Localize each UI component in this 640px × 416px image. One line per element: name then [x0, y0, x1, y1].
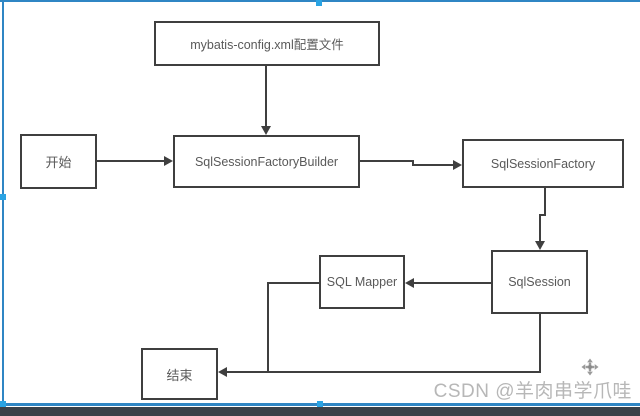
watermark: CSDN @羊肉串学爪哇 [433, 381, 632, 402]
node-mybatis-config: mybatis-config.xml配置文件 [154, 21, 380, 66]
node-mybatis-config-label: mybatis-config.xml配置文件 [190, 38, 344, 52]
selection-handle-left-middle[interactable] [0, 194, 6, 200]
node-sql-mapper: SQL Mapper [319, 255, 405, 309]
node-end: 结束 [141, 348, 218, 400]
bottom-dark-bar [0, 407, 640, 416]
selection-handle-top-center[interactable] [316, 0, 322, 6]
node-sqlsession-label: SqlSession [508, 275, 571, 289]
node-sql-mapper-label: SQL Mapper [326, 275, 398, 289]
node-start-label: 开始 [45, 155, 72, 170]
selection-handle-bottom-center[interactable] [317, 401, 323, 407]
selection-handle-bottom-left[interactable] [0, 401, 6, 407]
arrowhead-left-icon [405, 278, 414, 288]
node-start: 开始 [20, 134, 97, 189]
node-sqlsessionfactory-label: SqlSessionFactory [490, 156, 596, 171]
node-sqlsession: SqlSession [491, 250, 588, 314]
node-sqlsessionfactorybuilder: SqlSessionFactoryBuilder [173, 135, 360, 188]
node-sqlsessionfactory: SqlSessionFactory [462, 139, 624, 188]
arrowhead-down-icon [535, 241, 545, 250]
selection-border-left [2, 0, 4, 404]
node-end-label: 结束 [166, 367, 193, 383]
move-icon [581, 358, 599, 376]
arrowhead-right-icon [453, 160, 462, 170]
arrowhead-down-icon [261, 126, 271, 135]
arrowhead-left-icon [218, 367, 227, 377]
node-sqlsessionfactorybuilder-label: SqlSessionFactoryBuilder [194, 154, 339, 169]
arrowhead-right-icon [164, 156, 173, 166]
